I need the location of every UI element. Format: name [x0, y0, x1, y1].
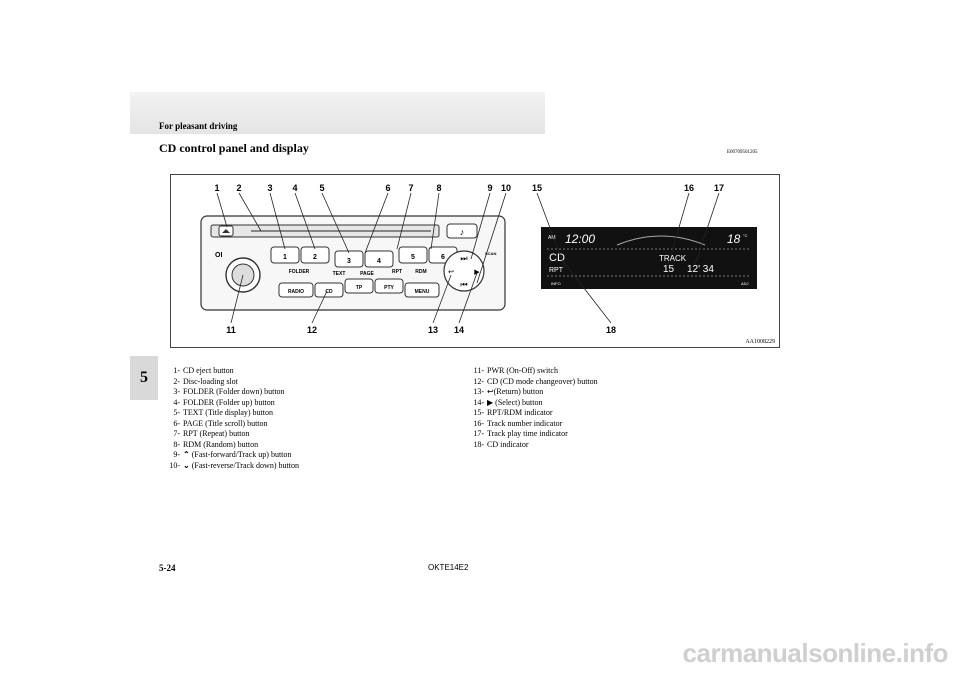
svg-text:▶: ▶	[474, 269, 480, 276]
lcd-track-label: TRACK	[659, 254, 687, 263]
preset-2-label: 2	[313, 254, 317, 261]
page-label: PAGE	[360, 271, 374, 277]
lcd-unit: °C	[743, 233, 748, 238]
callout-16: 16	[684, 183, 694, 193]
preset-5-label: 5	[411, 254, 415, 261]
callout-8: 8	[436, 183, 441, 193]
list-item: 2-Disc-loading slot	[173, 376, 238, 386]
callout-5: 5	[319, 183, 324, 193]
callout-10: 10	[501, 183, 511, 193]
list-item: 17-Track play time indicator	[473, 429, 568, 438]
tp-label: TP	[356, 285, 363, 291]
callout-17: 17	[714, 183, 724, 193]
pty-label: PTY	[384, 285, 394, 291]
cd-panel-illustration: ♪ 1 2 3 4 5 6 FOLDER TEXT PAGE RPT RDM	[200, 183, 757, 335]
down-caret-icon: ⌄	[183, 460, 192, 470]
callout-14: 14	[454, 325, 464, 335]
lcd-temp: 18	[727, 232, 741, 246]
reference-code: E00709501205	[727, 150, 758, 155]
callout-13: 13	[428, 325, 438, 335]
preset-4-label: 4	[377, 258, 381, 265]
lcd-track-number: 15	[663, 264, 675, 275]
list-item: 11-PWR (On-Off) switch	[473, 366, 558, 375]
eject-icon	[222, 229, 230, 233]
svg-text:♪: ♪	[460, 227, 465, 237]
callout-1: 1	[214, 183, 219, 193]
return-arrow-icon: ↩	[487, 387, 494, 396]
cd-panel-figure: ♪ 1 2 3 4 5 6 FOLDER TEXT PAGE RPT RDM	[170, 174, 780, 348]
list-item: 12-CD (CD mode changeover) button	[473, 376, 598, 386]
preset-3-label: 3	[347, 258, 351, 265]
svg-text:↩: ↩	[448, 269, 454, 276]
callout-2: 2	[236, 183, 241, 193]
callout-7: 7	[408, 183, 413, 193]
list-item: 6-PAGE (Title scroll) button	[173, 418, 268, 428]
list-item: 4-FOLDER (Folder up) button	[173, 397, 275, 407]
menu-label: MENU	[415, 289, 430, 295]
list-item: 10-⌄ (Fast-reverse/Track down) button	[169, 460, 299, 470]
preset-1-label: 1	[283, 254, 287, 261]
callout-15: 15	[532, 183, 542, 193]
list-item: 13-↩(Return) button	[473, 387, 544, 396]
lcd-rpt: RPT	[549, 267, 564, 274]
list-item: 16-Track number indicator	[473, 418, 563, 428]
lcd-cd: CD	[549, 252, 565, 264]
mode-buttons: RADIO CD TP PTY MENU	[278, 278, 440, 298]
figure-id: AA1008229	[745, 339, 775, 345]
page-number: 5-24	[159, 563, 176, 573]
callout-leader-lines	[216, 192, 720, 324]
callout-6: 6	[385, 183, 390, 193]
rdm-label: RDM	[415, 269, 426, 275]
rpt-label: RPT	[392, 269, 402, 275]
cd-label: CD	[325, 289, 333, 295]
scan-label: SCAN	[485, 251, 496, 256]
folder-label: FOLDER	[289, 269, 310, 275]
page-title: CD control panel and display	[159, 141, 309, 155]
callout-18: 18	[606, 325, 616, 335]
callout-11: 11	[226, 325, 236, 335]
section-header: For pleasant driving	[159, 121, 238, 131]
lcd-clock: 12:00	[565, 232, 595, 246]
callout-12: 12	[307, 325, 317, 335]
list-item: 15-RPT/RDM indicator	[473, 408, 553, 417]
callout-numbers: 1 2 3 4 5 6 7 8 9 10 11 12 13 14 15 16 1…	[214, 183, 724, 335]
lcd-info: INFO	[551, 281, 561, 286]
radio-label: RADIO	[288, 289, 304, 295]
callout-4: 4	[292, 183, 297, 193]
list-item: 3-FOLDER (Folder down) button	[173, 387, 285, 396]
lcd-display: AM 12:00 18 °C CD RPT TRACK 15 12' 34 IN…	[541, 227, 757, 289]
up-caret-icon: ⌃	[183, 450, 192, 459]
lcd-track-time: 12' 34	[687, 264, 714, 275]
document-code: OKTE14E2	[428, 563, 469, 572]
pwr-label: OI	[215, 252, 222, 259]
callout-3: 3	[267, 183, 272, 193]
list-item: 9-⌃ (Fast-forward/Track up) button	[173, 450, 292, 459]
list-item: 7-RPT (Repeat) button	[173, 429, 250, 438]
svg-text:⏮: ⏮	[460, 280, 467, 289]
legend-list-right: 11-PWR (On-Off) switch 12-CD (CD mode ch…	[467, 366, 598, 450]
list-item: 8-RDM (Random) button	[173, 439, 259, 449]
list-item: 18-CD indicator	[473, 439, 529, 449]
list-item: 14-▶ (Select) button	[473, 397, 543, 407]
play-triangle-icon: ▶	[487, 397, 496, 407]
preset-6-label: 6	[441, 254, 445, 261]
text-label: TEXT	[333, 271, 346, 277]
svg-text:⏭: ⏭	[460, 254, 467, 263]
chapter-tab: 5	[130, 356, 158, 400]
legend-list-left: 1-CD eject button 2-Disc-loading slot 3-…	[163, 366, 299, 471]
watermark: carmanualsonline.info	[682, 638, 949, 668]
list-item: 5-TEXT (Title display) button	[173, 408, 273, 417]
list-item: 1-CD eject button	[173, 366, 234, 375]
lcd-adj: ADJ	[741, 281, 749, 286]
header-band	[130, 92, 545, 134]
callout-9: 9	[487, 183, 492, 193]
lcd-am: AM	[548, 235, 556, 241]
